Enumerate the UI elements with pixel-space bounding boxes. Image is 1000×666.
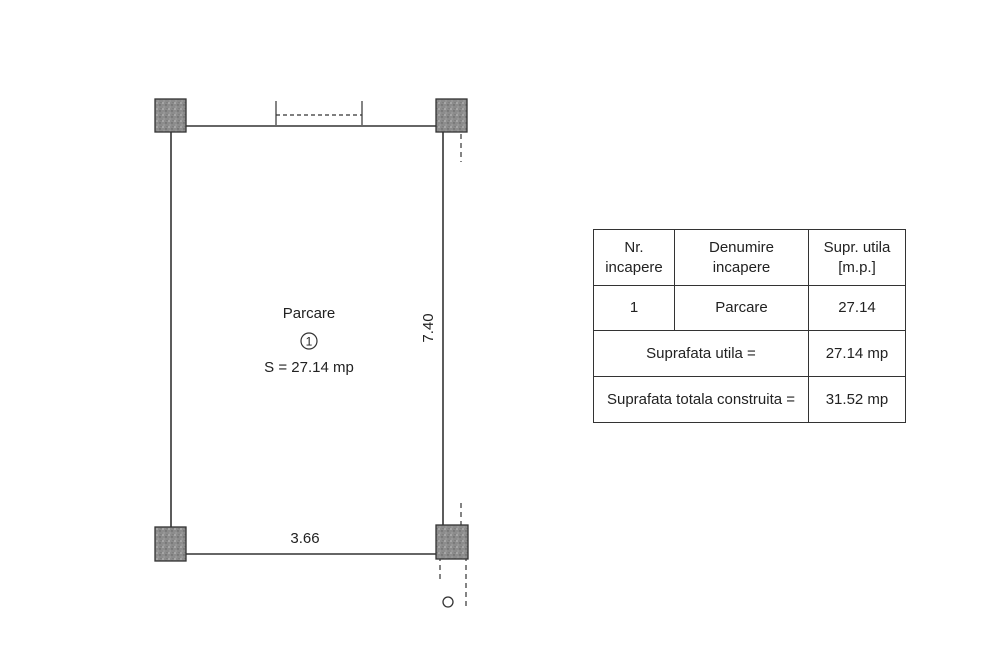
dimension-width: 3.66 xyxy=(290,530,319,547)
header-nr-line2: incapere xyxy=(605,258,663,276)
header-denumire-line2: incapere xyxy=(712,258,771,276)
summary-utila-value: 27.14 mp xyxy=(808,330,906,377)
room-number-label: 1 xyxy=(306,335,313,349)
column-bottom-left xyxy=(154,526,187,562)
room-area-label: S = 27.14 mp xyxy=(264,359,354,376)
window-opening xyxy=(275,101,363,125)
header-nr-line1: Nr. xyxy=(624,238,644,256)
summary-totala-value: 31.52 mp xyxy=(808,376,906,423)
header-supr-line1: Supr. utila xyxy=(823,238,891,256)
room-name-label: Parcare xyxy=(283,305,336,322)
room-number-circle xyxy=(300,332,318,350)
header-nr: Nr. incapere xyxy=(593,229,675,286)
column-bottom-right xyxy=(435,524,469,560)
summary-utila-label: Suprafata utila = xyxy=(593,330,809,377)
header-supr: Supr. utila [m.p.] xyxy=(808,229,906,286)
downpipe-symbol xyxy=(442,596,454,608)
row-denumire: Parcare xyxy=(674,285,809,331)
structural-columns xyxy=(154,98,469,562)
table-row: 1 Parcare 27.14 xyxy=(593,285,906,331)
row-nr: 1 xyxy=(593,285,675,331)
row-supr: 27.14 xyxy=(808,285,906,331)
summary-row-utila: Suprafata utila = 27.14 mp xyxy=(593,330,906,377)
dimension-length: 7.40 xyxy=(420,313,437,342)
area-table: Nr. incapere Denumire incapere Supr. uti… xyxy=(593,229,906,423)
dashed-guide-lines xyxy=(439,134,467,610)
room-walls xyxy=(170,118,452,555)
header-denumire-line1: Denumire xyxy=(708,238,775,256)
header-denumire: Denumire incapere xyxy=(674,229,809,286)
table-header-row: Nr. incapere Denumire incapere Supr. uti… xyxy=(593,229,906,286)
summary-row-totala: Suprafata totala construita = 31.52 mp xyxy=(593,376,906,423)
header-supr-line2: [m.p.] xyxy=(838,258,876,276)
column-top-right xyxy=(435,98,468,133)
summary-totala-label: Suprafata totala construita = xyxy=(593,376,809,423)
column-top-left xyxy=(154,98,187,133)
